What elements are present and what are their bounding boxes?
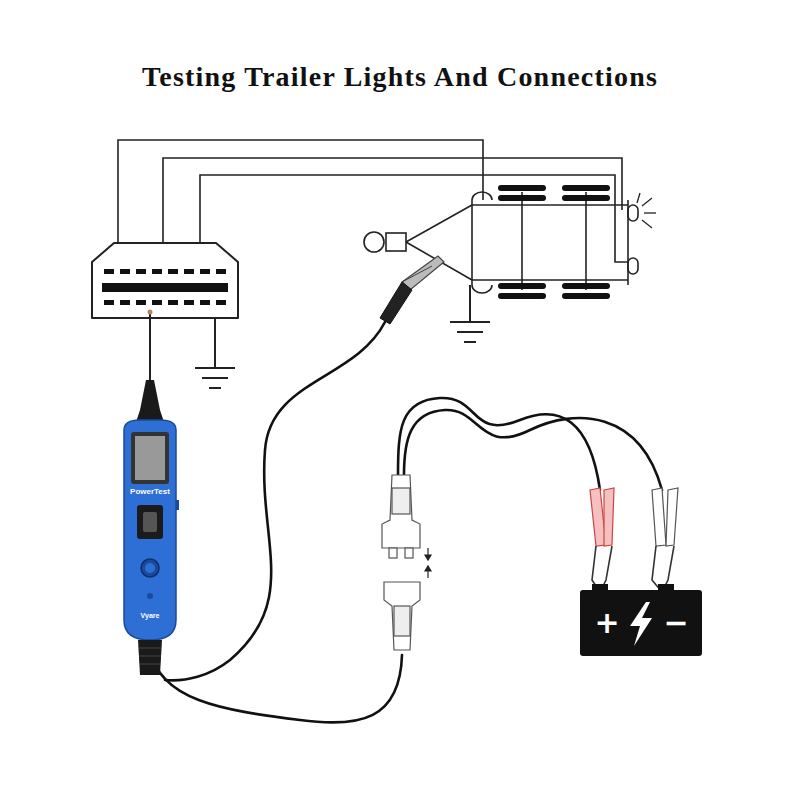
brand-label: PowerTest (130, 488, 170, 497)
battery-cable (404, 410, 662, 490)
frame (472, 279, 628, 281)
wheels (498, 185, 610, 299)
connector-body (92, 243, 238, 318)
alligator-clip (380, 256, 444, 324)
probe-ground-cable (165, 322, 385, 680)
battery-plug (382, 475, 420, 650)
power-cable (150, 650, 402, 723)
wire (163, 158, 622, 243)
trailer-connector (92, 243, 238, 318)
speaker (147, 593, 153, 599)
battery-body (580, 590, 702, 656)
ground-symbol (450, 285, 490, 342)
connector-pins (102, 269, 228, 305)
tail-light (628, 205, 638, 221)
brand-label: Vyare (141, 612, 160, 620)
rocker-switch (137, 505, 163, 539)
probe-tip (148, 310, 153, 315)
lightning-symbol (630, 602, 652, 646)
connect-arrows (425, 548, 431, 578)
wire (118, 140, 483, 243)
polarity-sign: − (663, 606, 688, 639)
polarity-sign: + (594, 606, 619, 639)
axle (585, 192, 587, 290)
battery-cable (398, 398, 600, 490)
side-button (176, 500, 179, 510)
probe-screen-frame (131, 432, 169, 484)
frame (472, 192, 492, 200)
diagram-title: Testing Trailer Lights And Connections (142, 62, 658, 93)
frame (472, 204, 628, 206)
cables (150, 322, 662, 723)
battery-clamp-white (652, 488, 678, 592)
probe-screen (135, 436, 165, 480)
frame (471, 200, 473, 285)
cable-boot-ribs (139, 648, 161, 664)
power-probe (124, 310, 179, 676)
probe-button (141, 559, 159, 577)
coupler (386, 233, 406, 251)
ground-symbol (195, 318, 235, 388)
axle (521, 192, 523, 290)
tongue (406, 205, 472, 242)
wire (200, 175, 628, 262)
battery-clamp-red (590, 488, 614, 592)
battery (580, 584, 702, 656)
frame (472, 285, 492, 293)
rocker-switch (143, 512, 157, 532)
trailer (364, 192, 638, 293)
probe-body (124, 420, 176, 640)
tail-light (628, 258, 638, 274)
probe-button (145, 563, 155, 573)
light-rays (637, 193, 656, 228)
cable-boot (138, 640, 162, 675)
hitch-ball (364, 232, 384, 252)
probe-cone (135, 380, 165, 425)
